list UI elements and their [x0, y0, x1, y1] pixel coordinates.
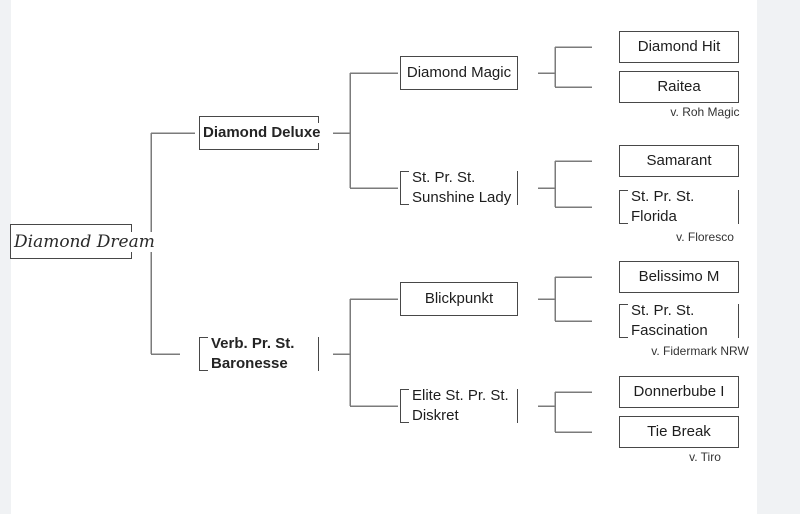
- pedigree-node-raitea[interactable]: Raitea: [619, 71, 739, 103]
- horse-name: Tie Break: [644, 422, 714, 442]
- page-margin-left: [0, 0, 11, 514]
- pedigree-node-diskret[interactable]: Elite St. Pr. St. Diskret: [400, 386, 518, 426]
- pedigree-node-diamond-dream[interactable]: Diamond Dream: [10, 224, 158, 259]
- pedigree-node-diamond-hit[interactable]: Diamond Hit: [619, 31, 739, 63]
- horse-name: Diamond Dream: [11, 231, 158, 252]
- sire-note-tie-break: v. Tiro: [689, 450, 721, 464]
- pedigree-node-fascination[interactable]: St. Pr. St. Fascination: [619, 301, 739, 341]
- horse-name: St. Pr. St. Fascination: [628, 301, 738, 341]
- horse-name: Blickpunkt: [421, 289, 497, 309]
- horse-name: Elite St. Pr. St. Diskret: [409, 386, 517, 426]
- pedigree-node-belissimo-m[interactable]: Belissimo M: [619, 261, 739, 293]
- pedigree-node-diamond-deluxe[interactable]: Diamond Deluxe: [199, 116, 324, 150]
- horse-name: Raitea: [654, 77, 704, 97]
- horse-name: Belissimo M: [635, 267, 723, 287]
- pedigree-node-florida[interactable]: St. Pr. St. Florida: [619, 187, 739, 227]
- pedigree-node-diamond-magic[interactable]: Diamond Magic: [400, 56, 518, 90]
- horse-name: Samarant: [643, 151, 715, 171]
- horse-name: St. Pr. St. Sunshine Lady: [409, 168, 517, 208]
- sire-note-fascination: v. Fidermark NRW: [651, 344, 749, 358]
- horse-name: Diamond Deluxe: [200, 123, 324, 143]
- pedigree-node-donnerbube-i[interactable]: Donnerbube I: [619, 376, 739, 408]
- pedigree-node-blickpunkt[interactable]: Blickpunkt: [400, 282, 518, 316]
- horse-name: Verb. Pr. St. Baronesse: [208, 334, 318, 374]
- sire-note-raitea: v. Roh Magic: [670, 105, 740, 119]
- pedigree-node-baronesse[interactable]: Verb. Pr. St. Baronesse: [199, 334, 319, 374]
- sire-note-florida: v. Floresco: [676, 230, 734, 244]
- pedigree-node-samarant[interactable]: Samarant: [619, 145, 739, 177]
- horse-name: Diamond Magic: [403, 63, 515, 83]
- page-margin-right: [757, 0, 800, 514]
- pedigree-node-sunshine-lady[interactable]: St. Pr. St. Sunshine Lady: [400, 168, 518, 208]
- pedigree-node-tie-break[interactable]: Tie Break: [619, 416, 739, 448]
- horse-name: Donnerbube I: [630, 382, 728, 402]
- horse-name: St. Pr. St. Florida: [628, 187, 738, 227]
- horse-name: Diamond Hit: [634, 37, 724, 57]
